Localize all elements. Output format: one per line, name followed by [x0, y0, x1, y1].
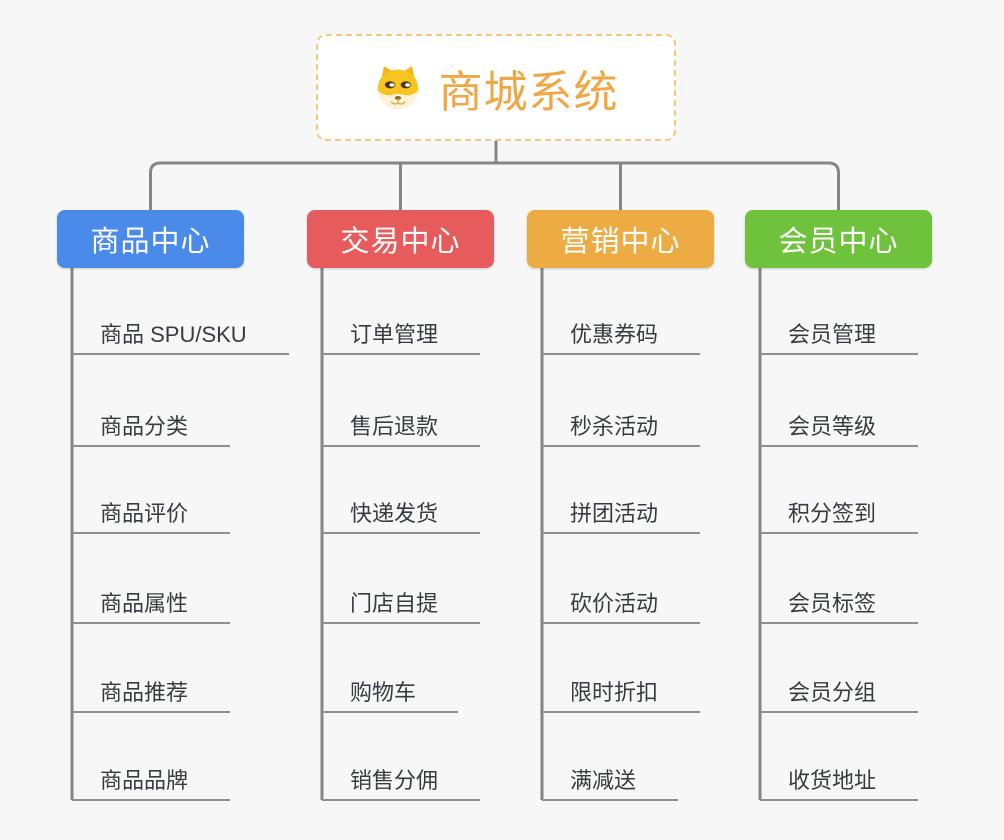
- leaf-topic[interactable]: 购物车: [322, 674, 459, 713]
- leaf-topic[interactable]: 商品分类: [72, 408, 231, 447]
- leaf-topic[interactable]: 售后退款: [322, 408, 481, 447]
- leaf-topic[interactable]: 商品推荐: [72, 674, 231, 713]
- leaf-topic[interactable]: 限时折扣: [542, 674, 701, 713]
- leaf-topic[interactable]: 商品评价: [72, 495, 231, 534]
- leaf-topic[interactable]: 快递发货: [322, 495, 481, 534]
- leaf-topic[interactable]: 门店自提: [322, 585, 481, 624]
- leaf-topic[interactable]: 商品属性: [72, 585, 231, 624]
- leaf-topic[interactable]: 商品 SPU/SKU: [72, 316, 289, 355]
- leaf-topic[interactable]: 秒杀活动: [542, 408, 701, 447]
- branch-topic[interactable]: 会员中心: [745, 210, 932, 268]
- branch-topic[interactable]: 营销中心: [527, 210, 714, 268]
- leaf-topic[interactable]: 拼团活动: [542, 495, 701, 534]
- leaf-topic[interactable]: 满减送: [542, 762, 679, 801]
- leaf-topic[interactable]: 订单管理: [322, 316, 481, 355]
- leaf-topic[interactable]: 会员等级: [760, 408, 919, 447]
- leaf-topic[interactable]: 收货地址: [760, 762, 919, 801]
- leaf-topic[interactable]: 积分签到: [760, 495, 919, 534]
- branch-topic[interactable]: 商品中心: [57, 210, 244, 268]
- branch-topic[interactable]: 交易中心: [307, 210, 494, 268]
- doge-icon: [374, 65, 422, 111]
- leaf-topic[interactable]: 砍价活动: [542, 585, 701, 624]
- root-topic[interactable]: 商城系统: [316, 34, 676, 141]
- leaf-topic[interactable]: 会员分组: [760, 674, 919, 713]
- leaf-topic[interactable]: 销售分佣: [322, 762, 481, 801]
- root-topic-label: 商城系统: [438, 67, 619, 117]
- leaf-topic[interactable]: 优惠券码: [542, 316, 701, 355]
- leaf-topic[interactable]: 会员标签: [760, 585, 919, 624]
- leaf-topic[interactable]: 会员管理: [760, 316, 919, 355]
- leaf-topic[interactable]: 商品品牌: [72, 762, 231, 801]
